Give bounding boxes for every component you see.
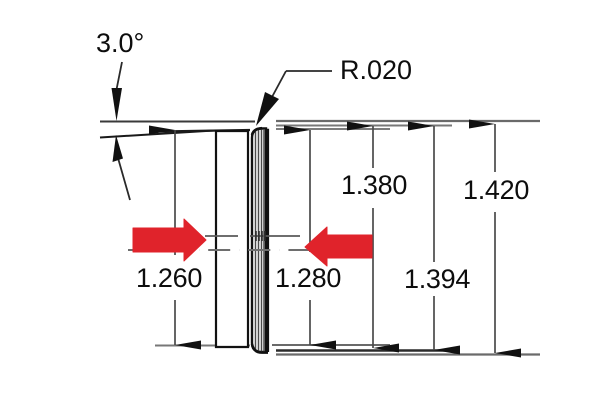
radius-label: R.020	[340, 55, 412, 85]
red-callout-arrows	[132, 218, 373, 267]
red-arrow-left	[132, 218, 207, 262]
angle-leader	[111, 61, 131, 201]
dimension-label-1-260: 1.260	[136, 263, 202, 293]
centerline	[128, 231, 330, 251]
radius-leader	[256, 70, 332, 126]
dimension-label-1-394: 1.394	[404, 264, 470, 294]
dimension-label-1-420: 1.420	[463, 175, 529, 205]
dimension-label-1-380: 1.380	[341, 170, 407, 200]
red-arrow-right	[304, 226, 373, 267]
part-profile	[214, 126, 270, 354]
dimension-label-1-280: 1.280	[275, 263, 341, 293]
angle-label: 3.0°	[96, 28, 144, 58]
